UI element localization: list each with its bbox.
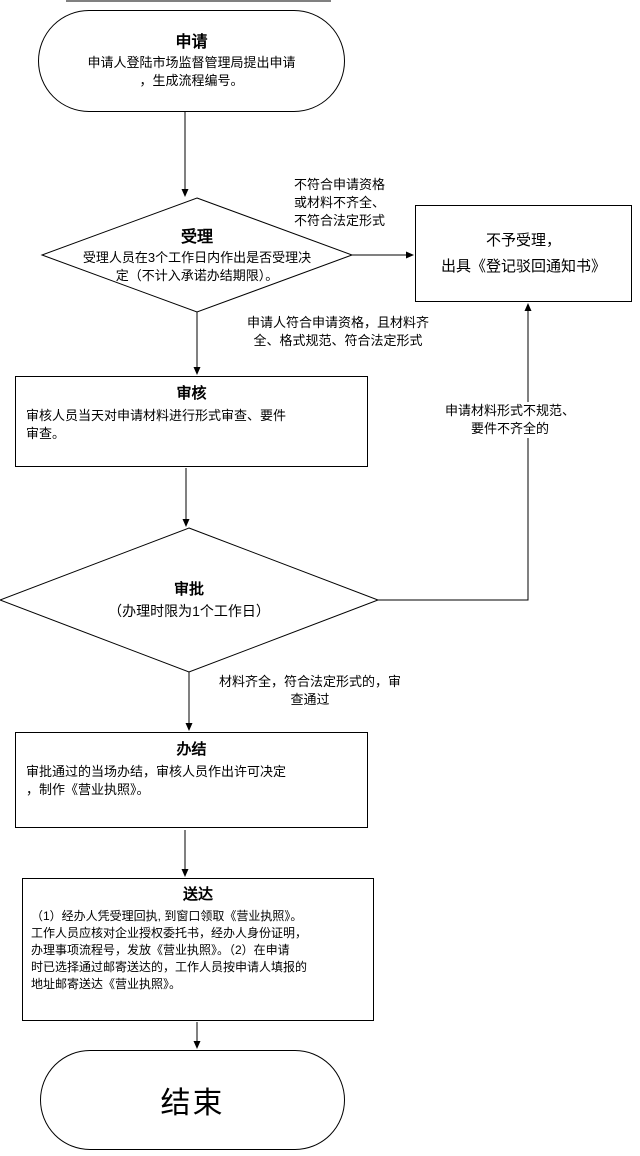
- approve-subtitle: （办理时限为1个工作日）: [108, 603, 270, 619]
- accept-body: 受理人员在3个工作日内作出是否受理决 定（不计入承诺办结期限）。: [82, 250, 312, 283]
- label-not-qualified: 不符合申请资格 或材料不齐全、 不符合法定形式: [294, 177, 386, 228]
- label-qualified: 申请人符合申请资格，且材料齐 全、格式规范、符合法定形式: [246, 315, 429, 348]
- approve-title: 审批: [173, 581, 204, 598]
- edge-approve-reject: [378, 303, 532, 601]
- start-body: 申请人登陆市场监督管理局提出申请 ，生成流程编号。: [87, 55, 296, 88]
- deliver-node: 送达 （1）经办人凭受理回执, 到窗口领取《营业执照》。 工作人员应核对企业授权…: [22, 878, 374, 1021]
- review-node: 审核 审核人员当天对申请材料进行形式审查、要件 审查。: [15, 376, 368, 467]
- accept-node: 受理 受理人员在3个工作日内作出是否受理决 定（不计入承诺办结期限）。: [62, 206, 332, 306]
- label-not-standard: 申请材料形式不规范、 要件不齐全的: [390, 402, 630, 438]
- start-title: 申请: [175, 34, 208, 51]
- review-title: 审核: [176, 385, 207, 402]
- review-body: 审核人员当天对申请材料进行形式审查、要件 审查。: [26, 408, 287, 441]
- complete-node: 办结 审批通过的当场办结，审核人员作出许可决定 ，制作《营业执照》。: [15, 732, 368, 828]
- complete-body: 审批通过的当场办结，审核人员作出许可决定 ，制作《营业执照》。: [26, 764, 287, 797]
- label-passed: 材料齐全，符合法定形式的，审 查通过: [218, 674, 401, 707]
- complete-title: 办结: [176, 741, 207, 758]
- end-title: 结束: [160, 1087, 225, 1120]
- deliver-body: （1）经办人凭受理回执, 到窗口领取《营业执照》。 工作人员应核对企业授权委托书…: [31, 909, 308, 991]
- deliver-title: 送达: [182, 886, 213, 903]
- reject-node: 不予受理， 出具《登记驳回通知书》: [415, 205, 632, 302]
- reject-body: 不予受理， 出具《登记驳回通知书》: [440, 231, 606, 275]
- accept-title: 受理: [180, 229, 213, 246]
- approve-node: 审批 （办理时限为1个工作日）: [39, 558, 339, 642]
- end-node: 结束: [40, 1050, 345, 1150]
- start-node: 申请 申请人登陆市场监督管理局提出申请 ，生成流程编号。: [38, 10, 345, 112]
